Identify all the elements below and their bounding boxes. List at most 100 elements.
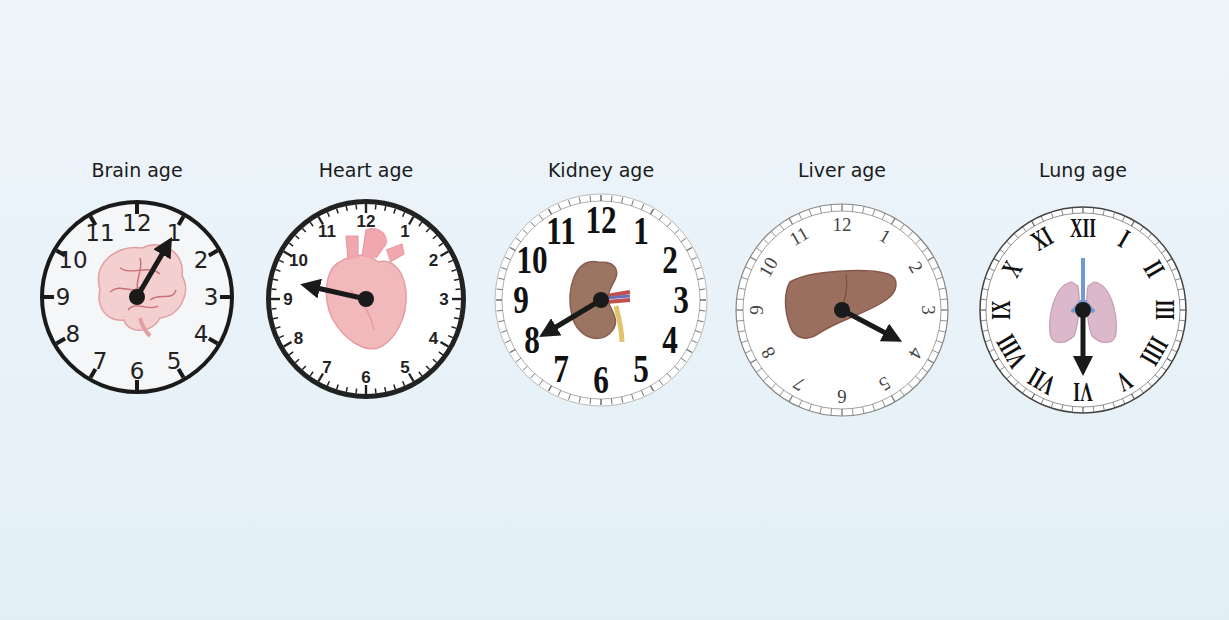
- tick-mark: [908, 384, 913, 389]
- tick-mark: [922, 368, 928, 372]
- minute-ring: [743, 211, 941, 409]
- tick-mark: [501, 268, 507, 270]
- tick-mark: [695, 268, 701, 270]
- tick-mark: [510, 350, 515, 353]
- tick-mark: [1132, 394, 1135, 399]
- tick-mark: [1082, 207, 1083, 213]
- clock-numeral: 5: [400, 358, 409, 375]
- tick-mark: [932, 350, 938, 353]
- tick-mark: [699, 310, 705, 312]
- tick-mark: [820, 407, 821, 414]
- tick-mark: [403, 381, 405, 386]
- brain-illustration: [99, 244, 186, 336]
- tick-mark: [799, 213, 802, 219]
- tick-mark: [1032, 394, 1035, 399]
- tick-mark: [440, 252, 448, 257]
- clock-hand: [546, 300, 601, 333]
- tick-mark: [989, 349, 994, 351]
- tick-mark: [940, 298, 947, 300]
- tick-mark: [403, 212, 405, 217]
- tick-mark: [549, 386, 552, 391]
- tick-mark: [1014, 233, 1018, 237]
- tick-mark: [549, 209, 552, 214]
- tick-mark: [44, 295, 54, 299]
- tick-mark: [789, 396, 793, 402]
- tick-mark: [928, 360, 934, 364]
- tick-mark: [939, 331, 946, 332]
- clock-numeral: 1: [167, 221, 182, 244]
- tick-mark: [426, 366, 429, 370]
- tick-mark: [279, 260, 284, 262]
- clock-numeral: 4: [194, 323, 209, 346]
- tick-mark: [1082, 407, 1083, 413]
- tick-mark: [385, 387, 386, 392]
- tick-mark: [852, 205, 854, 212]
- tick-mark: [941, 309, 948, 310]
- tick-mark: [289, 352, 293, 355]
- clock-title: Brain age: [91, 158, 182, 182]
- clock-numeral: XI: [1027, 222, 1058, 256]
- tick-mark: [505, 340, 510, 342]
- clock-numeral: 12: [833, 215, 852, 234]
- tick-mark: [409, 373, 414, 381]
- clock-numeral: 12: [122, 212, 151, 235]
- tick-mark: [750, 360, 756, 364]
- tick-mark: [691, 340, 696, 342]
- tick-mark: [1093, 208, 1095, 214]
- clock-numeral: 6: [130, 360, 145, 383]
- tick-mark: [936, 341, 943, 343]
- tick-mark: [741, 341, 748, 343]
- tick-mark: [981, 320, 987, 322]
- clock-numeral: 2: [194, 249, 209, 272]
- tick-mark: [799, 400, 802, 406]
- tick-mark: [611, 196, 613, 202]
- tick-mark: [737, 320, 744, 322]
- tick-mark: [426, 228, 429, 232]
- clock-numeral: V: [1112, 366, 1137, 397]
- tick-mark: [1155, 241, 1159, 245]
- kidney-artery: [606, 292, 630, 302]
- clock-numeral: 3: [919, 305, 938, 315]
- tick-mark: [496, 299, 502, 300]
- tick-mark: [659, 215, 663, 220]
- tick-mark: [394, 385, 396, 390]
- clock-outline: [269, 202, 464, 397]
- clock-numeral: 3: [439, 291, 448, 308]
- tick-mark: [756, 248, 762, 252]
- tick-mark: [1072, 406, 1074, 412]
- tick-mark: [56, 339, 65, 344]
- tick-mark: [310, 222, 313, 226]
- clock-hand: [1081, 310, 1086, 368]
- brain-shape: [99, 245, 186, 331]
- tick-mark: [558, 390, 560, 395]
- tick-mark: [409, 217, 414, 225]
- tick-mark: [841, 204, 842, 211]
- clock-numeral: 7: [93, 350, 108, 373]
- tick-mark: [135, 380, 139, 390]
- tick-mark: [780, 390, 784, 396]
- clock-numeral: 10: [755, 254, 781, 280]
- tick-mark: [1103, 405, 1104, 411]
- tick-mark: [675, 230, 679, 234]
- tick-mark: [900, 224, 904, 230]
- tick-mark: [179, 216, 184, 225]
- tick-mark: [611, 398, 613, 404]
- tick-mark: [452, 298, 461, 300]
- clock-numeral: 4: [906, 344, 927, 362]
- tick-mark: [302, 228, 305, 232]
- heart-illustration: [308, 229, 406, 349]
- tick-mark: [1161, 367, 1166, 371]
- clock-numeral: 1: [400, 223, 409, 240]
- tick-mark: [1178, 289, 1184, 290]
- tick-mark: [452, 270, 457, 272]
- clock-numeral: 2: [906, 258, 927, 276]
- tick-mark: [1062, 405, 1063, 411]
- tick-mark: [780, 224, 784, 230]
- tick-mark: [691, 257, 696, 259]
- tick-mark: [516, 238, 521, 242]
- clock-outline: [495, 194, 707, 406]
- tick-mark: [922, 248, 928, 252]
- tick-mark: [454, 318, 459, 319]
- hand-pivot: [358, 291, 374, 307]
- tick-mark: [892, 218, 896, 224]
